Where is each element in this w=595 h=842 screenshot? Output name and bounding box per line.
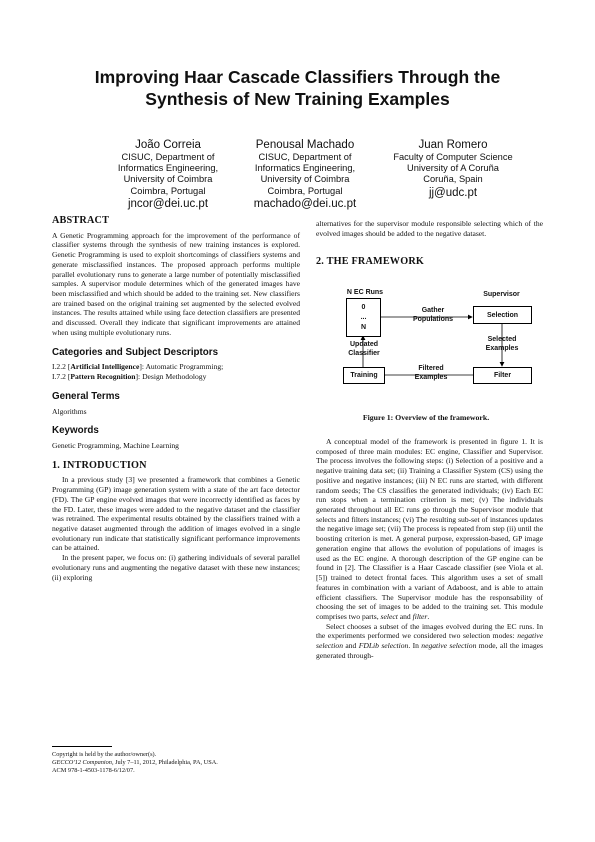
categories-heading: Categories and Subject Descriptors bbox=[52, 346, 219, 358]
nec-runs-label: N EC Runs bbox=[346, 289, 384, 296]
general-terms-text: Algorithms bbox=[52, 406, 87, 416]
figure-caption: Figure 1: Overview of the framework. bbox=[362, 413, 490, 422]
author-email[interactable]: jj@udc.pt bbox=[428, 186, 478, 199]
gather-populations-label: Gather Populations bbox=[412, 307, 454, 323]
footnote-rule bbox=[52, 746, 112, 747]
ec-runs-box: 0 ... N bbox=[346, 298, 381, 337]
keywords-heading: Keywords bbox=[52, 425, 99, 437]
continued-paragraph: alternatives for the supervisor module r… bbox=[316, 219, 543, 238]
filtered-examples-label: Filtered Examples bbox=[414, 365, 448, 381]
author-affiliation: University of A Coruña bbox=[407, 163, 499, 174]
run-dots-label: ... bbox=[360, 313, 367, 321]
copyright-footnote: Copyright is held by the author/owner(s)… bbox=[52, 751, 300, 776]
copyright-line: Copyright is held by the author/owner(s)… bbox=[52, 751, 157, 758]
right-column-body: A conceptual model of the framework is p… bbox=[316, 437, 543, 661]
intro-paragraph-2: In the present paper, we focus on: (i) g… bbox=[52, 553, 300, 582]
paper-title: Improving Haar Cascade Classifiers Throu… bbox=[94, 67, 501, 109]
updated-classifier-label: Updated Classifier bbox=[348, 341, 380, 357]
filter-box: Filter bbox=[473, 367, 532, 384]
run-n-label: N bbox=[360, 323, 367, 331]
author-affiliation: Coimbra, Portugal bbox=[267, 185, 343, 196]
category-line: I.2.2 [Artificial Intelligence]: Automat… bbox=[52, 362, 224, 372]
author-affiliation: CISUC, Department of bbox=[121, 152, 215, 162]
right-column-top: alternatives for the supervisor module r… bbox=[316, 219, 543, 267]
author-affiliation: Informatics Engineering, bbox=[254, 163, 356, 174]
framework-heading: 2. THE FRAMEWORK bbox=[316, 256, 425, 268]
introduction-heading: 1. INTRODUCTION bbox=[52, 459, 147, 471]
author-affiliation: University of Coimbra bbox=[123, 174, 213, 185]
isbn-line: ACM 978-1-4503-1178-6/12/07. bbox=[52, 767, 135, 775]
keywords-text: Genetic Programming, Machine Learning bbox=[52, 440, 179, 450]
training-box: Training bbox=[343, 367, 385, 384]
framework-figure: N EC Runs 0 ... N Supervisor Gather Popu… bbox=[310, 284, 542, 400]
author-email[interactable]: jncor@dei.uc.pt bbox=[127, 197, 209, 210]
author-affiliation: Faculty of Computer Science bbox=[393, 152, 513, 162]
selected-examples-label: Selected Examples bbox=[485, 336, 519, 352]
author-block-3: Juan Romero Faculty of Computer Science … bbox=[373, 138, 533, 200]
author-email[interactable]: machado@dei.uc.pt bbox=[253, 197, 357, 210]
author-affiliation: Coruña, Spain bbox=[423, 174, 483, 185]
framework-paragraph-1: A conceptual model of the framework is p… bbox=[316, 437, 543, 621]
general-terms-heading: General Terms bbox=[52, 390, 120, 402]
author-affiliation: University of Coimbra bbox=[260, 174, 350, 185]
conference-line: GECCO'12 Companion, July 7–11, 2012, Phi… bbox=[52, 759, 218, 767]
category-line: I.7.2 [Pattern Recognition]: Design Meth… bbox=[52, 372, 207, 382]
intro-paragraph-1: In a previous study [3] we presented a f… bbox=[52, 475, 300, 553]
author-affiliation: CISUC, Department of bbox=[258, 152, 352, 162]
abstract-text: A Genetic Programming approach for the i… bbox=[52, 230, 300, 337]
author-block-2: Penousal Machado CISUC, Department of In… bbox=[225, 138, 385, 211]
framework-paragraph-2: Select chooses a subset of the images ev… bbox=[316, 621, 543, 660]
author-affiliation: Informatics Engineering, bbox=[117, 163, 219, 174]
left-column: ABSTRACT A Genetic Programming approach … bbox=[52, 216, 300, 582]
author-block-1: João Correia CISUC, Department of Inform… bbox=[88, 138, 248, 211]
author-name: Juan Romero bbox=[418, 139, 488, 151]
abstract-heading: ABSTRACT bbox=[52, 215, 110, 226]
run-zero-label: 0 bbox=[361, 303, 366, 311]
selection-box: Selection bbox=[473, 306, 532, 324]
author-affiliation: Coimbra, Portugal bbox=[130, 185, 206, 196]
author-name: Penousal Machado bbox=[255, 139, 355, 151]
supervisor-label: Supervisor bbox=[483, 291, 520, 298]
author-name: João Correia bbox=[135, 139, 201, 151]
